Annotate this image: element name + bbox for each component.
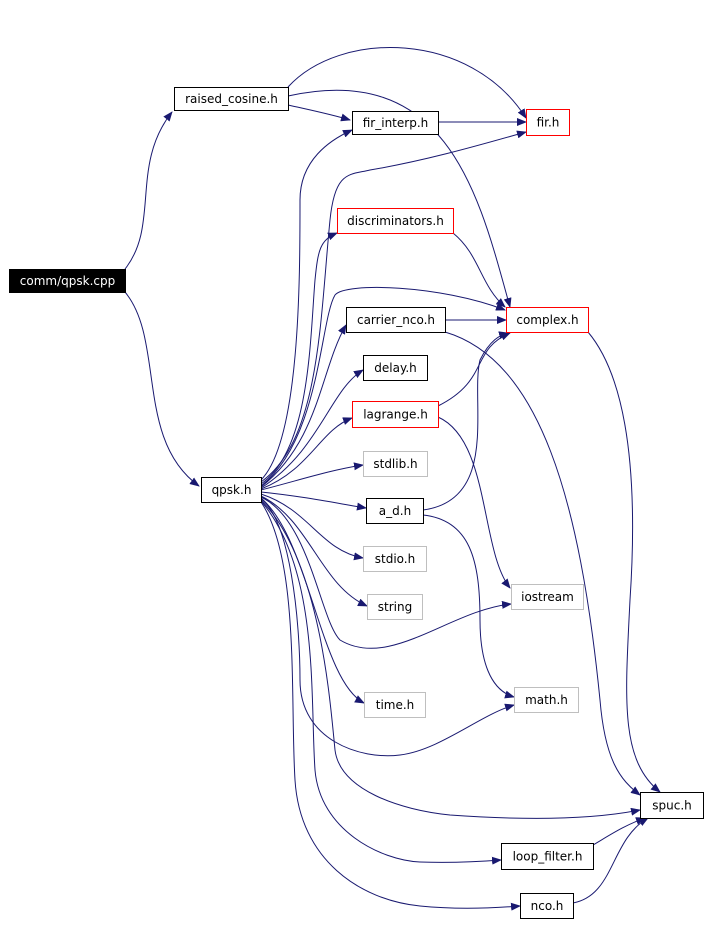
node-string[interactable]: string [367,594,423,620]
node-label: nco.h [531,899,564,913]
node-math-h[interactable]: math.h [514,687,579,713]
node-box [9,269,126,293]
edge-qpsk-h-to-time-h [260,497,365,704]
node-label: fir_interp.h [363,116,429,130]
edge-qpsk-h-to-nco-h [260,501,521,911]
node-box [367,594,423,620]
edge-qpsk-h-to-spuc-h [260,499,641,819]
node-box [346,307,446,333]
node-spuc-h[interactable]: spuc.h [640,792,704,819]
node-label: discriminators.h [347,214,444,228]
edge-lagrange-h-to-complex-h [437,332,511,407]
node-label: iostream [521,590,574,604]
edge-qpsk-h-to-stdlib-h [260,462,364,491]
node-raised-cosine-h[interactable]: raised_cosine.h [174,87,289,111]
node-box [174,87,289,111]
edge-qpsk-h-to-fir-h [260,130,527,483]
node-loop-filter-h[interactable]: loop_filter.h [501,843,594,870]
edge-qpsk-h-to-string [260,495,368,607]
node-box [337,208,454,234]
node-iostream[interactable]: iostream [511,584,584,610]
node-box [520,893,574,919]
node-label: qpsk.h [212,483,252,497]
edge-qpsk-h-to-fir-interp-h [260,129,353,481]
node-a-d-h[interactable]: a_d.h [366,498,424,524]
node-box [352,401,439,428]
edge-raised-cosine-h-to-fir-interp-h [287,104,351,122]
node-label: loop_filter.h [513,850,583,864]
node-complex-h[interactable]: complex.h [506,307,589,333]
node-label: raised_cosine.h [185,92,278,106]
node-label: lagrange.h [363,408,428,422]
node-label: a_d.h [379,504,411,518]
node-fir-interp-h[interactable]: fir_interp.h [352,111,439,135]
edge-qpsk-h-to-stdio-h [260,493,364,561]
node-box [363,355,428,381]
edge-raised-cosine-h-to-fir-h [287,46,527,119]
node-box [511,584,584,610]
node-label: stdio.h [375,552,415,566]
node-box [363,546,427,572]
node-box [366,498,424,524]
node-box [364,692,426,718]
edge-lagrange-h-to-iostream [437,416,511,589]
node-lagrange-h[interactable]: lagrange.h [352,401,439,428]
node-label: comm/qpsk.cpp [20,274,115,288]
node-label: fir.h [537,116,560,130]
edge-qpsk-h-to-lagrange-h [260,417,353,490]
node-fir-h[interactable]: fir.h [526,109,570,136]
edge-a-d-h-to-math-h [422,514,515,699]
node-box [501,843,594,870]
edge-qpsk-h-to-iostream [260,496,512,649]
node-label: complex.h [516,313,578,327]
edges-layer [124,46,661,911]
edge-qpsk-h-to-carrier-nco-h [260,324,347,488]
node-label: stdlib.h [373,457,417,471]
edge-comm-qpsk-cpp-to-raised-cosine-h [124,111,173,270]
node-label: carrier_nco.h [357,313,435,327]
node-label: math.h [525,693,568,707]
node-box [363,451,428,477]
edge-qpsk-h-to-loop-filter-h [260,500,502,865]
node-label: string [378,600,412,614]
node-carrier-nco-h[interactable]: carrier_nco.h [346,307,446,333]
nodes-layer: comm/qpsk.cpp raised_cosine.h fir_interp.h… [9,87,704,919]
edge-comm-qpsk-cpp-to-qpsk-h [124,291,200,487]
node-box [526,109,570,136]
edge-qpsk-h-to-discriminators-h [260,232,338,485]
node-box [640,792,704,819]
node-label: delay.h [374,361,417,375]
node-box [506,307,589,333]
edge-nco-h-to-spuc-h [572,817,649,904]
edge-qpsk-h-to-complex-h [260,286,506,487]
node-box [514,687,579,713]
node-label: time.h [376,698,415,712]
node-delay-h[interactable]: delay.h [363,355,428,381]
edge-qpsk-h-to-a-d-h [260,491,367,511]
node-qpsk-h[interactable]: qpsk.h [201,477,262,503]
edge-a-d-h-to-complex-h [422,331,509,511]
edge-raised-cosine-h-to-complex-h [287,89,512,308]
edge-qpsk-h-to-delay-h [260,369,364,489]
node-comm-qpsk-cpp[interactable]: comm/qpsk.cpp [9,269,126,293]
edge-carrier-nco-h-to-spuc-h [444,331,641,796]
node-time-h[interactable]: time.h [364,692,426,718]
edge-complex-h-to-spuc-h [587,331,661,793]
node-nco-h[interactable]: nco.h [520,893,574,919]
node-discriminators-h[interactable]: discriminators.h [337,208,454,234]
node-label: spuc.h [652,799,692,813]
node-box [352,111,439,135]
node-stdlib-h[interactable]: stdlib.h [363,451,428,477]
edge-discriminators-h-to-complex-h [452,232,506,308]
edge-qpsk-h-to-math-h [260,498,515,757]
edge-loop-filter-h-to-spuc-h [592,817,646,846]
node-stdio-h[interactable]: stdio.h [363,546,427,572]
node-box [201,477,262,503]
